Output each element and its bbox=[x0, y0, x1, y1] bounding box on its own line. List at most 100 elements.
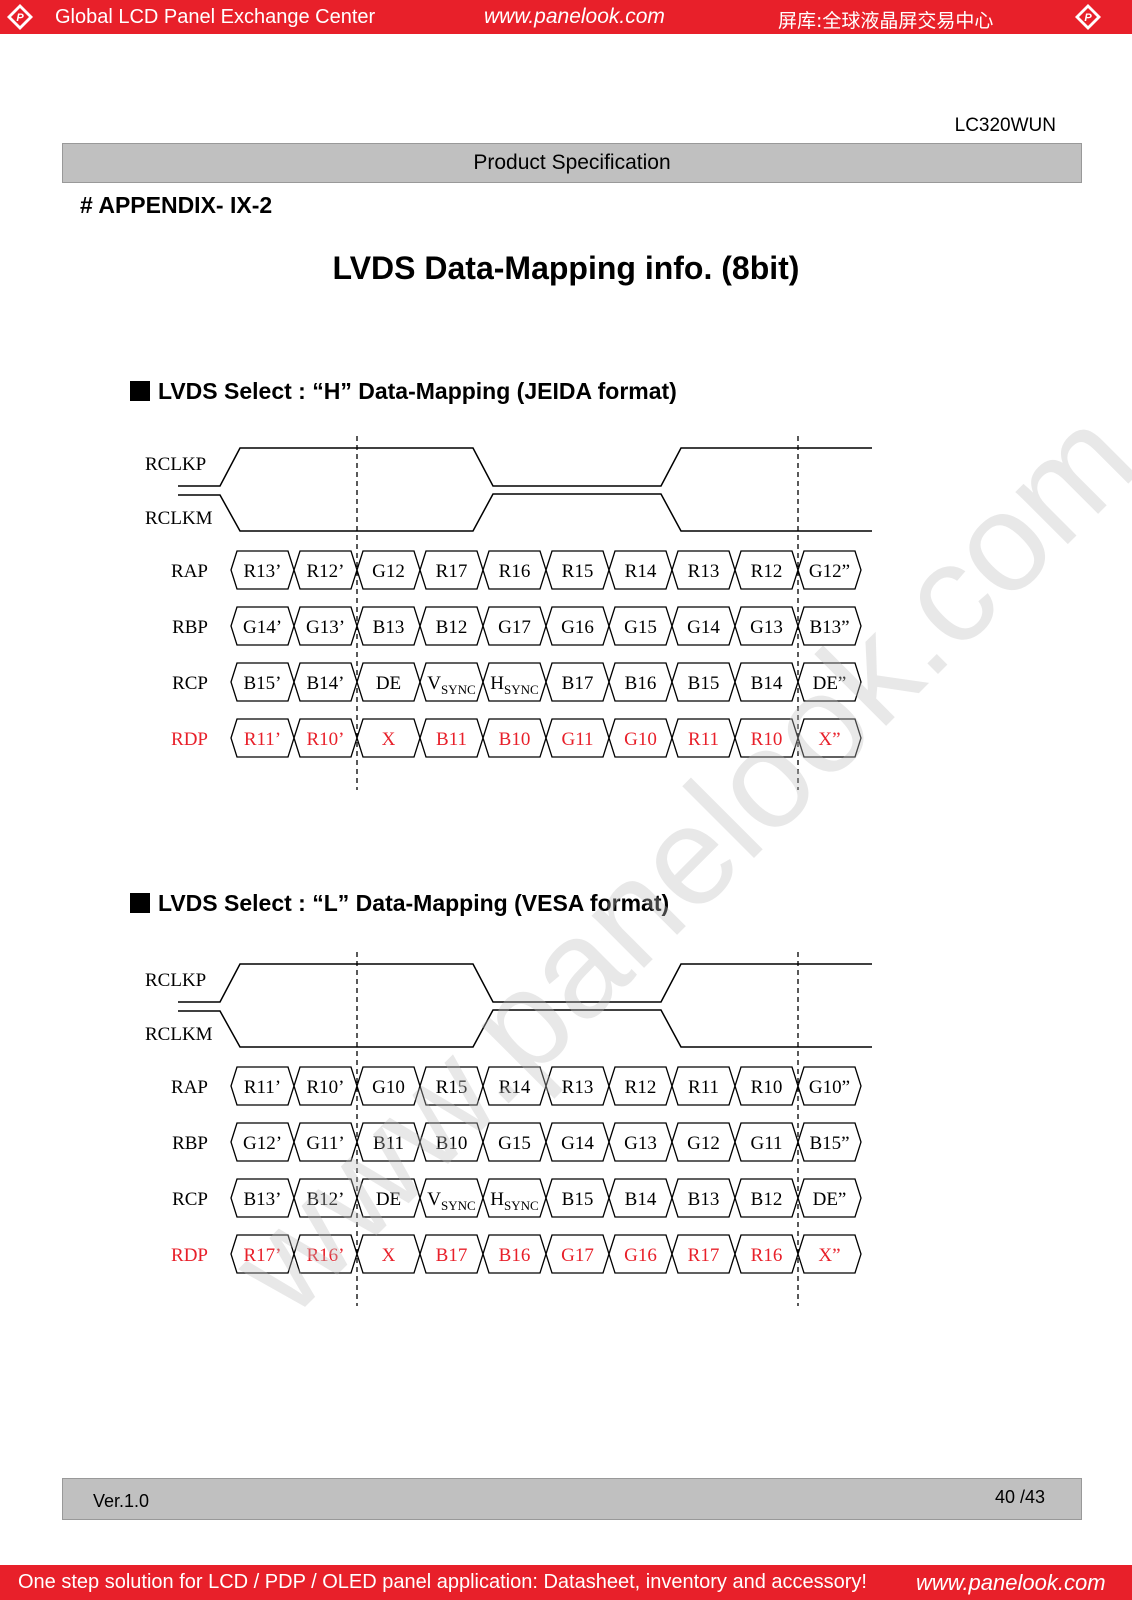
data-bit-label: B11 bbox=[436, 729, 467, 750]
data-bit-label: G14 bbox=[687, 617, 720, 638]
page-number: 40 /43 bbox=[994, 1487, 1045, 1507]
data-bit-label: G17 bbox=[561, 1245, 594, 1266]
data-bit-label: B10 bbox=[436, 1133, 468, 1154]
header-url-link[interactable]: www.panelook.com bbox=[484, 5, 665, 28]
data-bit-label: G14’ bbox=[243, 617, 282, 638]
data-bit-label: R11’ bbox=[244, 1077, 281, 1098]
data-bit-label: DE” bbox=[813, 1189, 847, 1210]
data-bit-label: R10 bbox=[751, 1077, 783, 1098]
clock-waveform-m bbox=[178, 493, 872, 532]
footer-bar: Ver.1.0 40 /43 bbox=[62, 1478, 1082, 1520]
data-bit-label: B13 bbox=[688, 1189, 720, 1210]
section-heading-vesa: LVDS Select : “L” Data-Mapping (VESA for… bbox=[130, 890, 669, 917]
data-bit-label: R12’ bbox=[307, 561, 345, 582]
data-bit-label: R17 bbox=[436, 561, 468, 582]
data-bit-label: X bbox=[382, 1245, 396, 1266]
bottom-banner: One step solution for LCD / PDP / OLED p… bbox=[0, 1565, 1132, 1600]
data-bit-label: R12 bbox=[751, 561, 783, 582]
data-bit-cell bbox=[797, 1122, 862, 1162]
data-bit-label: X” bbox=[818, 729, 840, 750]
signal-label: RAP bbox=[171, 1077, 208, 1098]
data-bit-label: B10 bbox=[499, 729, 531, 750]
section-heading-jeida: LVDS Select : “H” Data-Mapping (JEIDA fo… bbox=[130, 378, 677, 405]
data-bit-cell bbox=[797, 662, 862, 702]
data-bit-label: B11 bbox=[373, 1133, 404, 1154]
data-bit-label: B14 bbox=[625, 1189, 657, 1210]
signal-label: RCP bbox=[172, 673, 208, 694]
data-bit-cell bbox=[797, 606, 862, 646]
signal-label: RDP bbox=[171, 1245, 208, 1266]
bottom-url-link[interactable]: www.panelook.com bbox=[916, 1570, 1106, 1595]
data-bit-label: R14 bbox=[625, 561, 657, 582]
signal-label: RAP bbox=[171, 561, 208, 582]
data-bit-label: B15 bbox=[688, 673, 720, 694]
version-label: Ver.1.0 bbox=[93, 1491, 150, 1511]
data-bit-label: B15 bbox=[562, 1189, 594, 1210]
data-bit-label: B16 bbox=[625, 673, 657, 694]
data-bit-cell bbox=[797, 1066, 862, 1106]
data-bit-label: G11 bbox=[561, 729, 593, 750]
data-bit-label: R15 bbox=[436, 1077, 468, 1098]
data-bit-label: DE bbox=[376, 673, 401, 694]
clock-label: RCLKP bbox=[145, 970, 206, 991]
data-bit-label: G15 bbox=[498, 1133, 531, 1154]
data-bit-label: G12 bbox=[687, 1133, 720, 1154]
data-bit-label: G10 bbox=[372, 1077, 405, 1098]
data-bit-cell bbox=[797, 550, 862, 590]
data-bit-label: B12’ bbox=[307, 1189, 345, 1210]
svg-text:P: P bbox=[16, 12, 24, 24]
data-bit-label: B14’ bbox=[307, 673, 345, 694]
data-bit-label: G13’ bbox=[306, 617, 345, 638]
data-bit-label: R17’ bbox=[244, 1245, 282, 1266]
data-bit-label: R16 bbox=[751, 1245, 783, 1266]
header-right-text: 屏库:全球液晶屏交易中心 bbox=[778, 10, 994, 32]
data-bit-label: DE” bbox=[813, 673, 847, 694]
top-banner: P Global LCD Panel Exchange Center www.p… bbox=[0, 0, 1132, 34]
signal-label: RBP bbox=[172, 1133, 208, 1154]
data-bit-label: R16’ bbox=[307, 1245, 345, 1266]
data-bit-cell bbox=[797, 1234, 862, 1274]
header-left-text: Global LCD Panel Exchange Center bbox=[55, 6, 376, 28]
panelook-logo-icon: P bbox=[1075, 4, 1101, 30]
data-bit-label: B15’ bbox=[244, 673, 282, 694]
clock-label: RCLKM bbox=[145, 1024, 213, 1045]
data-bit-label: X bbox=[382, 729, 396, 750]
signal-label: RDP bbox=[171, 729, 208, 750]
signal-label: RCP bbox=[172, 1189, 208, 1210]
data-bit-label: G16 bbox=[624, 1245, 657, 1266]
data-bit-label: G10 bbox=[624, 729, 657, 750]
data-bit-label: B13 bbox=[373, 617, 405, 638]
data-bit-label: G13 bbox=[624, 1133, 657, 1154]
data-bit-label: B13” bbox=[809, 617, 849, 638]
spec-title-bar: Product Specification bbox=[62, 143, 1082, 183]
bottom-tagline: One step solution for LCD / PDP / OLED p… bbox=[18, 1571, 867, 1593]
data-bit-cell bbox=[797, 718, 862, 758]
data-bit-label: R11 bbox=[688, 1077, 719, 1098]
panelook-logo-icon: P bbox=[7, 4, 33, 30]
clock-waveform-p bbox=[178, 447, 872, 487]
data-bit-label: R15 bbox=[562, 561, 594, 582]
section-heading-text: LVDS Select : “L” Data-Mapping (VESA for… bbox=[158, 890, 670, 916]
page-title: LVDS Data-Mapping info. (8bit) bbox=[332, 250, 800, 286]
data-bit-label: X” bbox=[818, 1245, 840, 1266]
clock-waveform-m bbox=[178, 1009, 872, 1048]
data-bit-label: B14 bbox=[751, 673, 783, 694]
data-bit-label: G12” bbox=[809, 561, 850, 582]
data-bit-label: G16 bbox=[561, 617, 594, 638]
data-bit-label: G11 bbox=[750, 1133, 782, 1154]
data-bit-label: B13’ bbox=[244, 1189, 282, 1210]
data-bit-label: G14 bbox=[561, 1133, 594, 1154]
data-bit-label: R13’ bbox=[244, 561, 282, 582]
data-bit-cell bbox=[797, 1178, 862, 1218]
clock-label: RCLKM bbox=[145, 508, 213, 529]
data-bit-label: G12’ bbox=[243, 1133, 282, 1154]
signal-label: RBP bbox=[172, 617, 208, 638]
data-bit-label: R10’ bbox=[307, 729, 345, 750]
data-bit-label: R16 bbox=[499, 561, 531, 582]
data-bit-label: DE bbox=[376, 1189, 401, 1210]
data-bit-label: G17 bbox=[498, 617, 531, 638]
